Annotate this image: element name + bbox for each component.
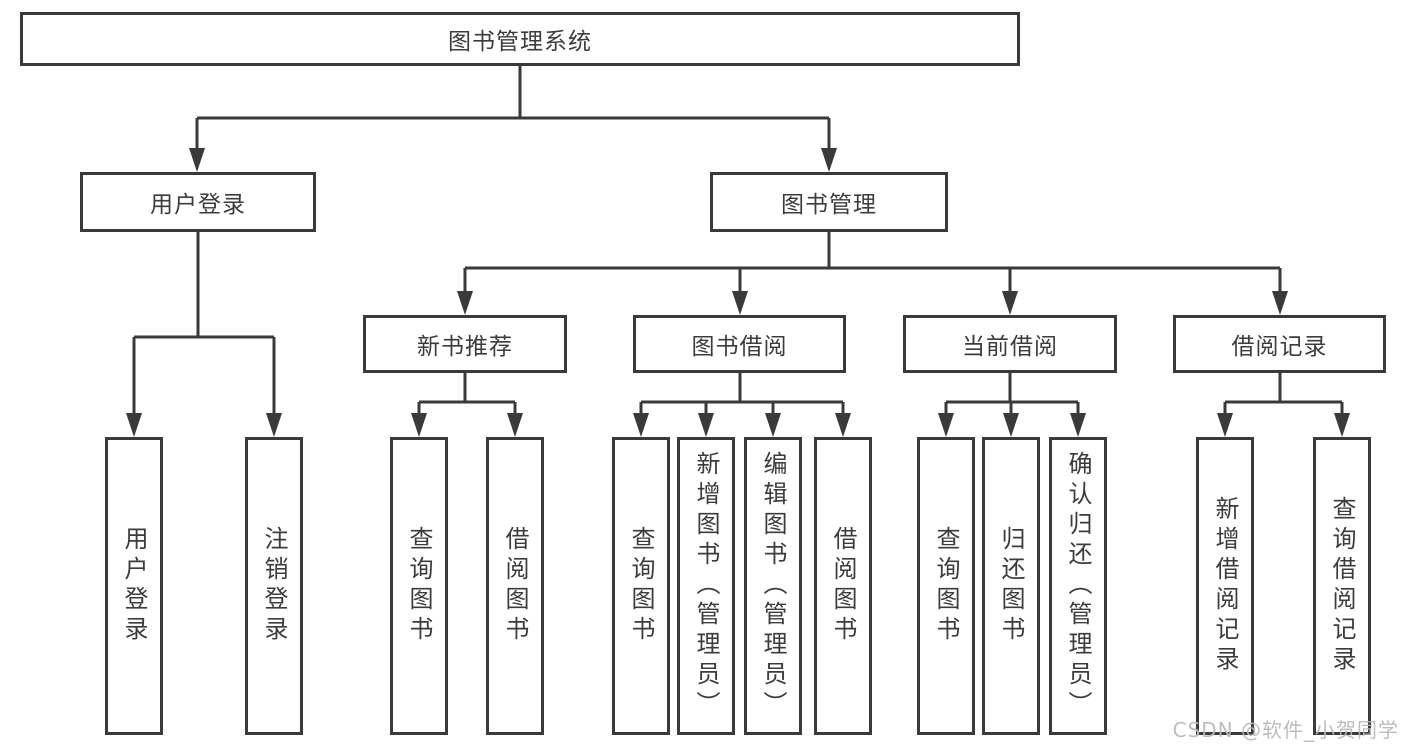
leaf-borrow-books: 借阅图书 (814, 437, 872, 735)
leaf-return-books: 归还图书 (982, 437, 1040, 735)
csdn-watermark: CSDN @软件_小贺同学 (1172, 718, 1399, 742)
leaf-query-books-borrow: 查询图书 (612, 437, 670, 735)
arrowhead-icon (1334, 413, 1350, 437)
connector-user-login-to-leaves (132, 232, 276, 416)
connector-records-to-leaves (1223, 373, 1344, 418)
arrowhead-icon (1272, 291, 1288, 315)
arrowhead-icon (1070, 413, 1086, 437)
node-new-book-recommendation: 新书推荐 (363, 315, 567, 373)
leaf-query-books-current-label: 查询图书 (932, 526, 960, 646)
arrowhead-icon (189, 148, 205, 172)
arrowhead-icon (821, 148, 837, 172)
leaf-add-book-admin: 新增图书（管理员） (677, 437, 735, 735)
leaf-user-login-label: 用户登录 (120, 526, 148, 646)
leaf-logout-label: 注销登录 (260, 526, 288, 646)
leaf-return-books-label: 归还图书 (997, 526, 1025, 646)
arrowhead-icon (835, 413, 851, 437)
connector-root-to-level2 (195, 66, 831, 153)
connector-new-book-to-leaves (417, 373, 517, 418)
connector-book-borrow-to-leaves (639, 373, 845, 418)
leaf-borrow-books-label: 借阅图书 (829, 526, 857, 646)
connector-book-management-to-level3 (463, 232, 1282, 296)
leaf-confirm-return-admin: 确认归还（管理员） (1049, 437, 1107, 735)
leaf-query-borrow-record: 查询借阅记录 (1313, 437, 1371, 735)
node-borrowing-records: 借阅记录 (1173, 315, 1386, 373)
leaf-query-borrow-record-label: 查询借阅记录 (1328, 496, 1356, 676)
leaf-add-borrow-record: 新增借阅记录 (1196, 437, 1254, 735)
leaf-edit-book-admin-label: 编辑图书（管理员） (759, 451, 787, 721)
leaf-borrow-books-new: 借阅图书 (486, 437, 544, 735)
leaf-logout: 注销登录 (245, 437, 303, 735)
arrowhead-icon (1003, 413, 1019, 437)
arrowhead-icon (938, 413, 954, 437)
arrowhead-icon (765, 413, 781, 437)
connector-current-borrow-to-leaves (944, 373, 1080, 418)
leaf-query-books-new-label: 查询图书 (405, 526, 433, 646)
leaf-add-book-admin-label: 新增图书（管理员） (692, 451, 720, 721)
node-library-management-system: 图书管理系统 (20, 12, 1020, 66)
arrowhead-icon (266, 413, 282, 437)
node-user-login: 用户登录 (80, 172, 316, 232)
arrowhead-icon (411, 413, 427, 437)
arrowhead-icon (633, 413, 649, 437)
leaf-query-books-current: 查询图书 (917, 437, 975, 735)
leaf-query-books-new: 查询图书 (390, 437, 448, 735)
arrowhead-icon (732, 291, 748, 315)
arrowhead-icon (1002, 291, 1018, 315)
node-book-management: 图书管理 (710, 172, 948, 232)
node-current-borrowing: 当前借阅 (903, 315, 1117, 373)
leaf-edit-book-admin: 编辑图书（管理员） (744, 437, 802, 735)
node-book-borrowing: 图书借阅 (633, 315, 846, 373)
leaf-add-borrow-record-label: 新增借阅记录 (1211, 496, 1239, 676)
arrowhead-icon (698, 413, 714, 437)
arrowhead-icon (1217, 413, 1233, 437)
leaf-borrow-books-new-label: 借阅图书 (501, 526, 529, 646)
arrowhead-icon (457, 291, 473, 315)
leaf-confirm-return-admin-label: 确认归还（管理员） (1064, 451, 1092, 721)
arrowhead-icon (507, 413, 523, 437)
arrowhead-icon (126, 413, 142, 437)
leaf-user-login: 用户登录 (105, 437, 163, 735)
leaf-query-books-borrow-label: 查询图书 (627, 526, 655, 646)
